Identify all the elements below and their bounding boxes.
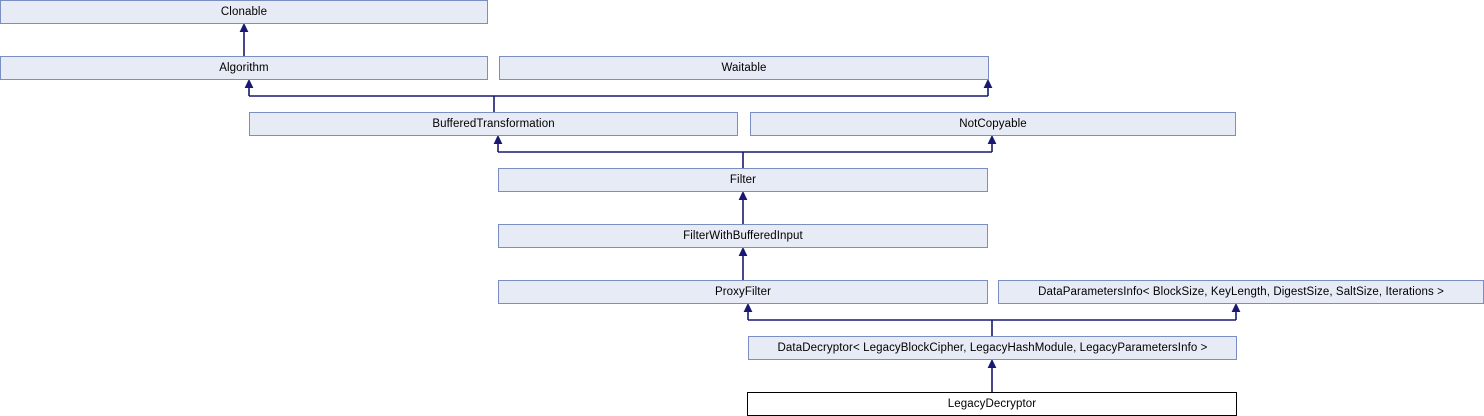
class-node-dataparametersinfo[interactable]: DataParametersInfo< BlockSize, KeyLength… bbox=[998, 280, 1484, 304]
edge-datadecryptor-to-proxyfilter bbox=[743, 302, 1236, 336]
class-node-bufferedtransformation[interactable]: BufferedTransformation bbox=[249, 112, 738, 136]
edge-filter-to-bufferedtransformation bbox=[493, 134, 992, 168]
class-node-clonable[interactable]: Clonable bbox=[0, 0, 488, 24]
class-node-legacydecryptor[interactable]: LegacyDecryptor bbox=[747, 392, 1237, 416]
edge-legacydecryptor-to-datadecryptor bbox=[987, 358, 997, 392]
edge-bufferedtransformation-to-algorithm bbox=[244, 78, 988, 112]
class-node-waitable[interactable]: Waitable bbox=[499, 56, 989, 80]
edge-proxyfilter-to-filterwithbufferedinput bbox=[738, 246, 748, 280]
class-node-algorithm[interactable]: Algorithm bbox=[0, 56, 488, 80]
edge-filterwithbufferedinput-to-filter bbox=[738, 190, 748, 224]
class-node-filterwithbufferedinput[interactable]: FilterWithBufferedInput bbox=[498, 224, 988, 248]
edge-algorithm-to-clonable bbox=[239, 22, 249, 56]
edge-datadecryptor-to-dataparametersinfo bbox=[1231, 302, 1241, 320]
class-node-notcopyable[interactable]: NotCopyable bbox=[750, 112, 1236, 136]
class-node-proxyfilter[interactable]: ProxyFilter bbox=[498, 280, 988, 304]
class-node-datadecryptor[interactable]: DataDecryptor< LegacyBlockCipher, Legacy… bbox=[748, 336, 1237, 360]
class-node-filter[interactable]: Filter bbox=[498, 168, 988, 192]
edge-bufferedtransformation-to-waitable bbox=[983, 78, 993, 96]
edge-filter-to-notcopyable bbox=[987, 134, 997, 152]
